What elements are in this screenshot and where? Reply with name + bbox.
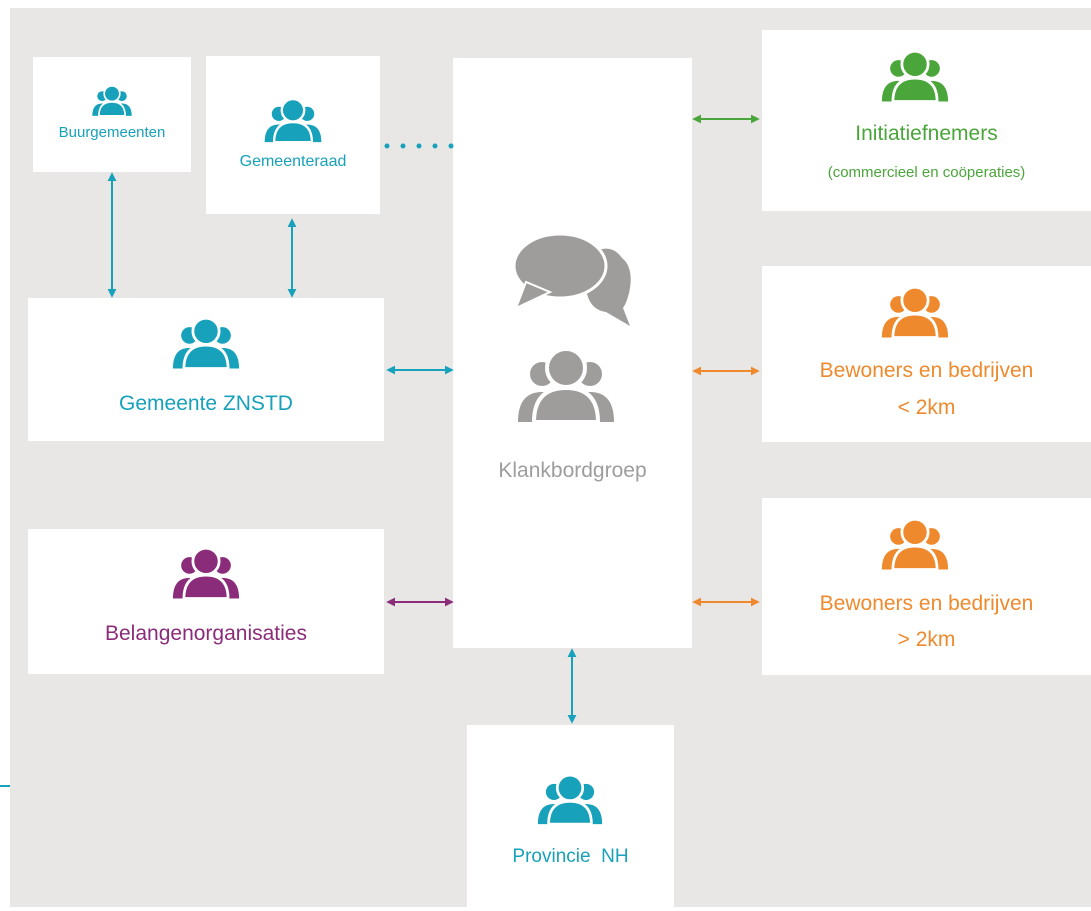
- klankbord-label: Klankbordgroep: [498, 459, 647, 482]
- gemeenteraad-group-icon: [263, 97, 323, 144]
- bewoners-near-sublabel: < 2km: [897, 396, 956, 419]
- provincie-group-icon: [536, 773, 604, 826]
- speech-bubbles-icon: [512, 232, 631, 326]
- bewoners-far-group-icon: [880, 517, 950, 571]
- initiatief-group-icon: [880, 49, 950, 103]
- diagram-graphics: [91, 49, 950, 826]
- gemeente-label: Gemeente ZNSTD: [119, 392, 293, 415]
- belangen-group-icon: [171, 546, 241, 600]
- bewoners-near-label: Bewoners en bedrijven: [819, 359, 1034, 382]
- provincie-label: Provincie NH: [512, 846, 629, 867]
- initiatief-sublabel: (commercieel en coöperaties): [827, 164, 1026, 181]
- bewoners-near-group-icon: [880, 285, 950, 339]
- buurgemeenten-group-icon: [91, 85, 133, 117]
- bewoners-far-sublabel: > 2km: [897, 628, 956, 651]
- gemeente-group-icon: [171, 316, 241, 370]
- diagram-canvas: Buurgemeenten Gemeenteraad Gemeente ZNST…: [10, 8, 1091, 907]
- klankbord-group-icon: [516, 347, 616, 424]
- initiatief-label: Initiatiefnemers: [855, 122, 998, 145]
- gemeenteraad-label: Gemeenteraad: [239, 153, 347, 170]
- bewoners-far-label: Bewoners en bedrijven: [819, 592, 1034, 615]
- left-edge-rule: [0, 785, 10, 787]
- buurgemeenten-label: Buurgemeenten: [58, 124, 166, 141]
- belangen-label: Belangenorganisaties: [105, 622, 307, 645]
